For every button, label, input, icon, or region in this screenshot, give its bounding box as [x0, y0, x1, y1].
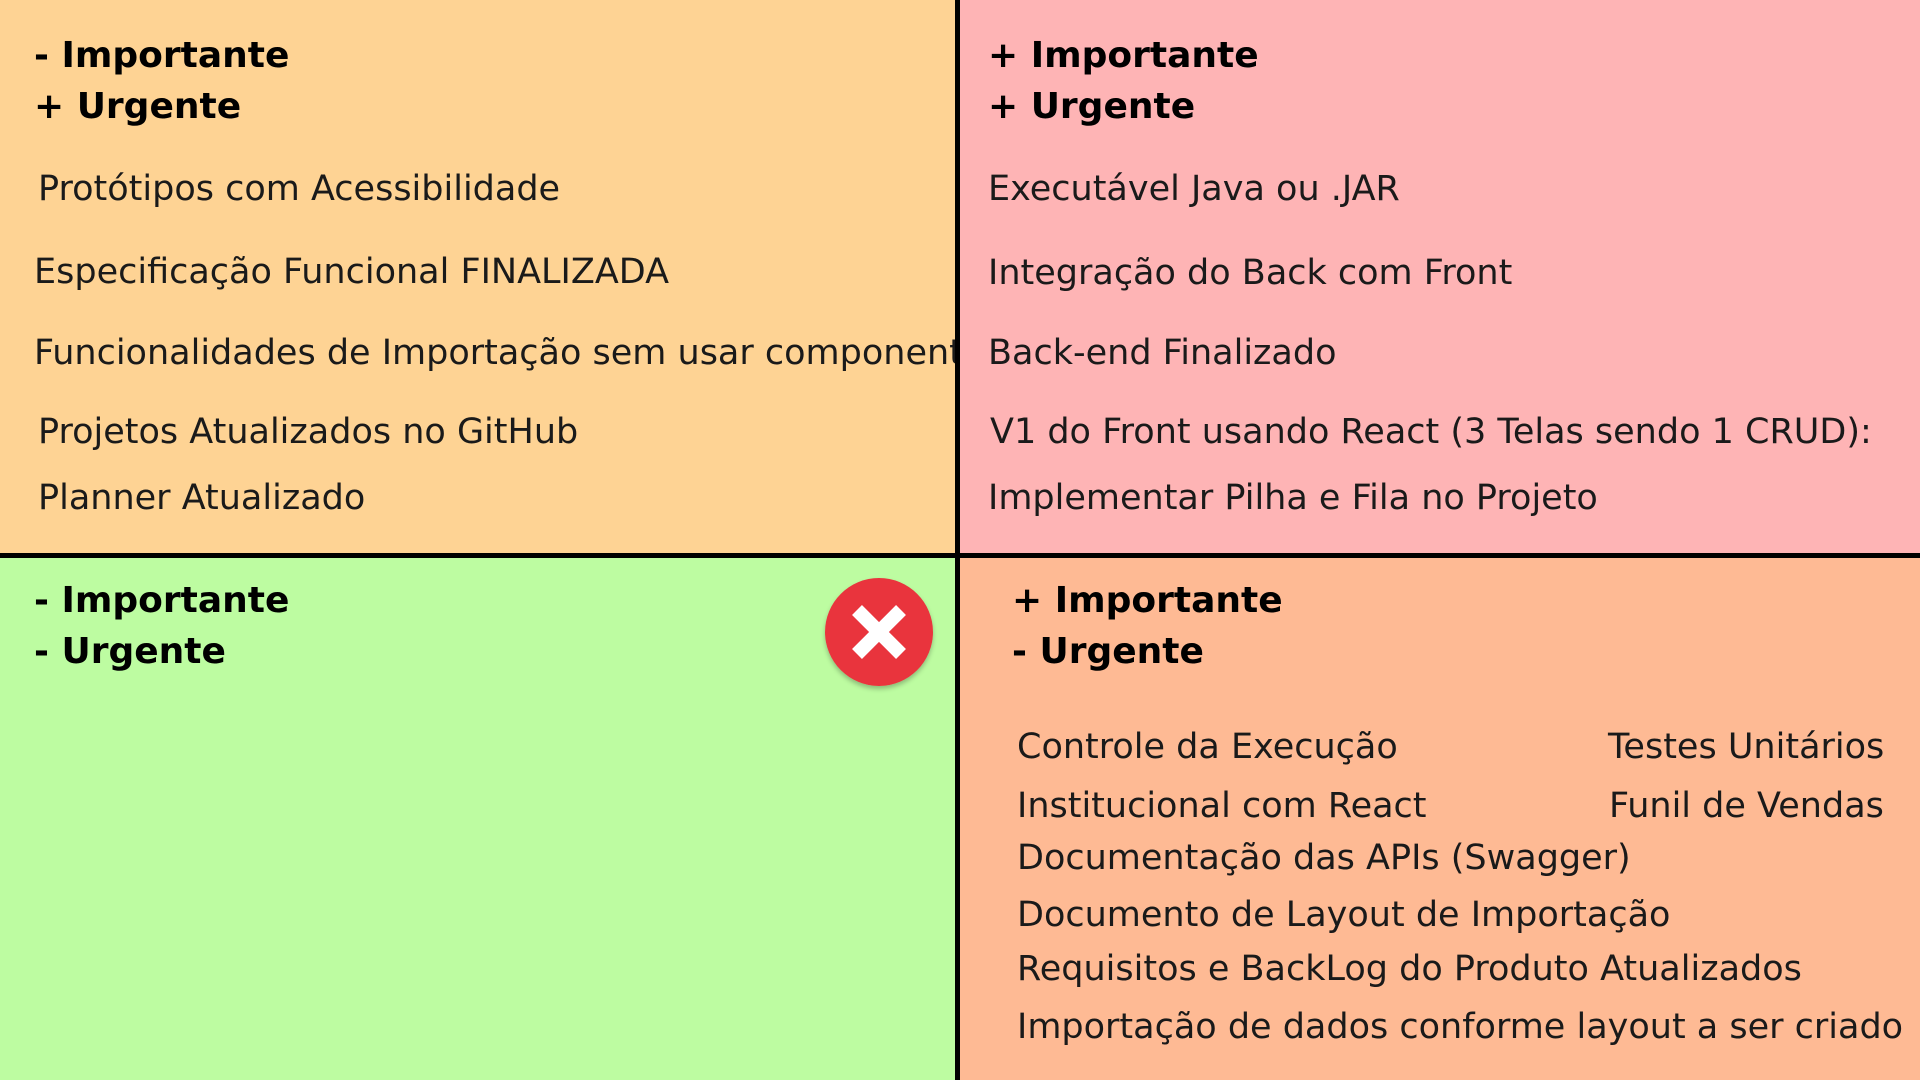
heading-importance: + Importante — [988, 35, 1259, 76]
heading-urgency: - Urgente — [34, 631, 226, 672]
quadrant-less-important-urgent: - Importante + Urgente Protótipos com Ac… — [0, 0, 956, 554]
heading-importance: + Importante — [1012, 580, 1283, 621]
quadrant-heading: - Importante + Urgente — [34, 30, 289, 132]
quadrant-heading: - Importante - Urgente — [34, 575, 289, 677]
task-item: Executável Java ou .JAR — [988, 169, 1400, 209]
task-item: Institucional com React — [1017, 786, 1427, 826]
quadrant-less-important-less-urgent: - Importante - Urgente — [0, 558, 956, 1080]
task-item: Requisitos e BackLog do Produto Atualiza… — [1017, 949, 1802, 989]
heading-urgency: - Urgente — [1012, 631, 1204, 672]
heading-urgency: + Urgente — [34, 86, 242, 127]
quadrant-heading: + Importante - Urgente — [1012, 575, 1283, 677]
horizontal-divider — [0, 553, 1920, 558]
task-item: Controle da Execução — [1017, 727, 1398, 767]
task-item: Projetos Atualizados no GitHub — [38, 412, 579, 452]
task-item: Documento de Layout de Importação — [1017, 895, 1671, 935]
task-item: Back-end Finalizado — [988, 333, 1337, 373]
task-item: Protótipos com Acessibilidade — [38, 169, 561, 209]
heading-importance: - Importante — [34, 580, 290, 621]
heading-urgency: + Urgente — [988, 86, 1196, 127]
task-item: Especificação Funcional FINALIZADA — [34, 252, 670, 292]
quadrant-important-urgent: + Importante + Urgente Executável Java o… — [960, 0, 1920, 554]
quadrant-heading: + Importante + Urgente — [988, 30, 1259, 132]
task-item: Funcionalidades de Importação sem usar c… — [34, 333, 956, 373]
task-item: Integração do Back com Front — [988, 253, 1513, 293]
task-item: Documentação das APIs (Swagger) — [1017, 838, 1631, 878]
task-item: Funil de Vendas — [1609, 786, 1884, 826]
quadrant-important-less-urgent: + Importante - Urgente Controle da Execu… — [960, 558, 1920, 1080]
heading-importance: - Importante — [34, 35, 290, 76]
vertical-divider — [955, 0, 960, 1080]
task-item: Planner Atualizado — [38, 478, 366, 518]
close-circle-icon — [825, 578, 933, 686]
task-item: Testes Unitários — [1608, 727, 1885, 767]
task-item: Implementar Pilha e Fila no Projeto — [988, 478, 1598, 518]
task-item: Importação de dados conforme layout a se… — [1017, 1007, 1904, 1047]
task-item: V1 do Front usando React (3 Telas sendo … — [990, 412, 1872, 452]
